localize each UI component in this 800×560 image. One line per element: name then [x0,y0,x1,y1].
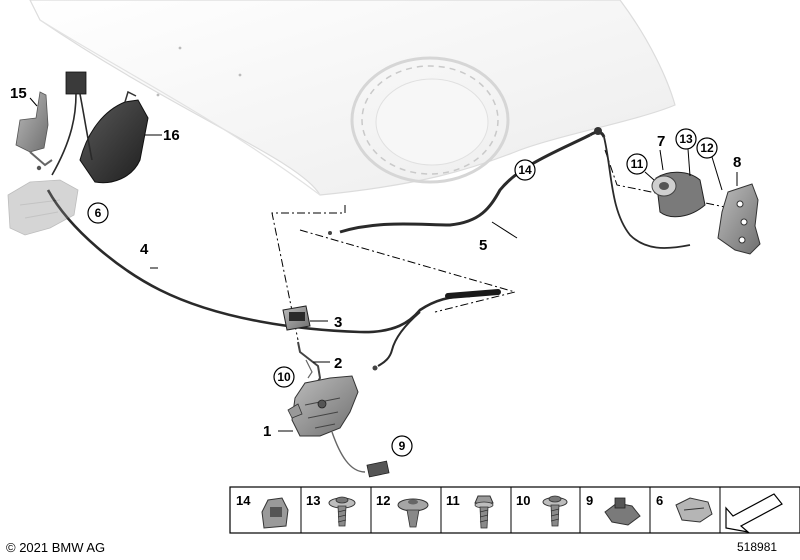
hood-lock-1 [287,375,359,437]
table-cell-6: 6 [656,493,663,508]
expanding-rivet-icon [397,498,429,528]
callout-9: 9 [399,439,406,453]
callout-circle-12: 12 [696,137,718,159]
table-cell-11: 11 [446,493,460,508]
handle-3 [282,305,311,331]
callout-16: 16 [163,127,180,144]
rod-2 [297,341,322,386]
callout-5: 5 [479,237,487,254]
callout-circle-10: 10 [273,366,295,388]
table-cell-13: 13 [306,493,320,508]
plug-icon [604,497,641,526]
callout-12: 12 [700,141,714,155]
table-cell-9: 9 [586,493,593,508]
table-cell-14: 14 [236,493,251,508]
housing-16 [79,90,149,184]
bracket-8 [717,183,761,255]
table-cell-10: 10 [516,493,530,508]
hood [29,0,676,196]
clip-nut-icon [261,497,289,529]
callout-4: 4 [140,241,149,258]
table-cell-12: 12 [376,493,390,508]
arrow-symbol-icon [725,493,783,533]
callout-2: 2 [334,355,342,372]
callout-6: 6 [95,206,102,220]
parts-table: 14 13 12 11 10 9 6 [229,486,800,534]
callout-14: 14 [518,163,532,177]
callout-10: 10 [277,370,291,384]
collar-screw-icon [542,495,568,527]
spring-clip-icon [675,497,713,523]
sensor-9 [331,431,390,478]
callout-circle-14: 14 [514,159,536,181]
connector-top [51,71,93,176]
copyright-text: © 2021 BMW AG [6,540,106,555]
actuator-7 [651,171,706,218]
callout-15: 15 [10,85,27,102]
callout-11: 11 [631,157,644,171]
document-number: 518981 [737,540,778,554]
callout-circle-6: 6 [87,202,109,224]
callout-circle-13: 13 [675,128,697,150]
callout-3: 3 [334,314,342,331]
callout-circle-9: 9 [391,435,413,457]
small-part-leaders [644,148,723,191]
callout-circle-11: 11 [626,153,648,175]
bracket-15 [15,91,53,171]
callout-13: 13 [679,132,693,146]
callout-leaders [29,97,738,432]
hex-screw-icon [474,495,494,529]
screw-washer-icon [328,496,356,527]
lock-ghost [7,179,79,236]
callout-8: 8 [733,154,741,171]
cable-5 [328,127,691,249]
callout-7: 7 [657,133,665,150]
callout-1: 1 [263,423,271,440]
